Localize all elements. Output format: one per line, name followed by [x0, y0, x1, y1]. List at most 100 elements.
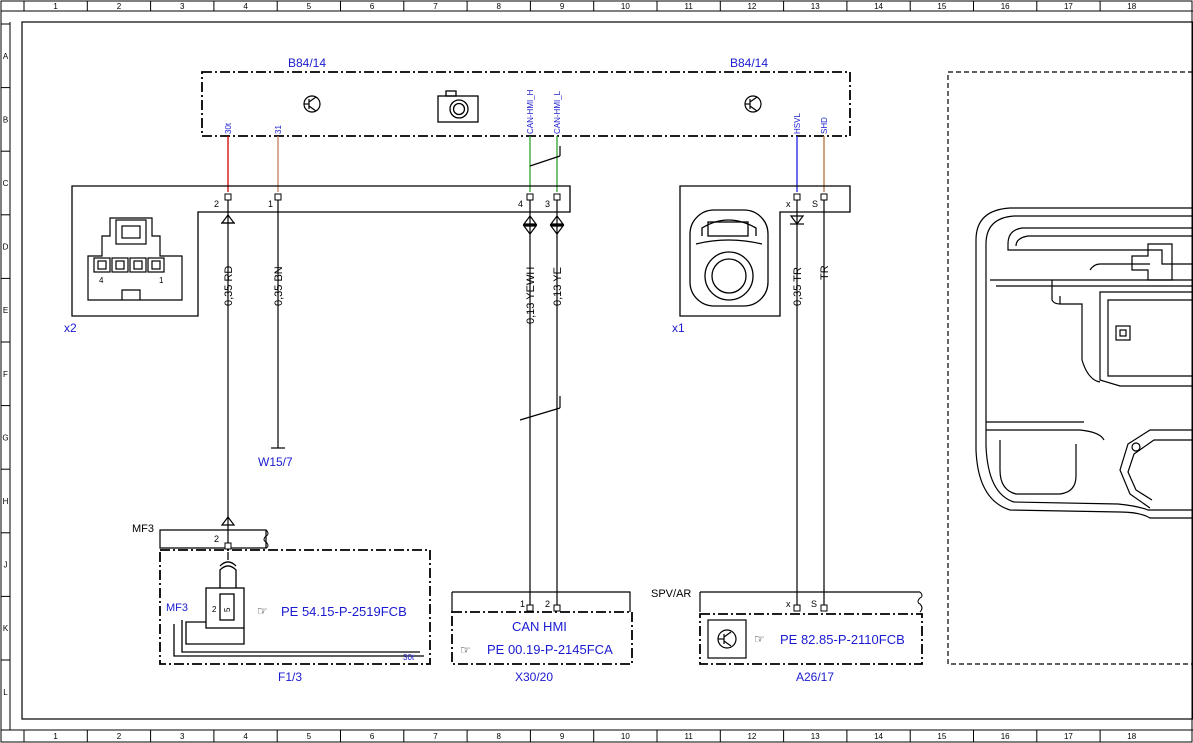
x30-ref: PE 00.19-P-2145FCA — [487, 642, 613, 657]
grid-column-label: 1 — [53, 2, 58, 11]
grid-column-label: 3 — [180, 2, 185, 11]
mf3-pin2: 2 — [214, 534, 219, 544]
x30-pin2-box — [553, 604, 561, 612]
twist-mark-bottom — [519, 396, 561, 421]
a26-pinx: x — [786, 599, 791, 609]
x1-label: x1 — [672, 321, 685, 335]
grid-column-label: 18 — [1127, 2, 1136, 11]
grid-column-label: 13 — [811, 2, 820, 11]
grid-column-label: 1 — [53, 732, 58, 741]
wire-tr-arrow — [789, 215, 805, 225]
x2-connector-outline — [71, 185, 571, 317]
x1-pinx-box — [793, 193, 801, 201]
frame-inner — [21, 21, 1193, 720]
can-double-arrows — [522, 215, 565, 235]
grid-row-label: J — [4, 561, 8, 570]
a26-pinx-box — [793, 604, 801, 612]
a26-pins-box — [820, 604, 828, 612]
grid-column-label: 9 — [560, 2, 565, 11]
mf3-bar-break — [263, 529, 269, 549]
a26-label: A26/17 — [796, 670, 834, 684]
grid-column-label: 2 — [117, 2, 122, 11]
grid-column-label: 8 — [497, 2, 502, 11]
a26-box — [699, 613, 923, 665]
a26-ref-icon: ☞ — [754, 632, 765, 646]
x2-housing-pin4: 4 — [99, 276, 104, 285]
x30-ref-icon: ☞ — [460, 643, 471, 657]
pin-shd-label: SHD — [820, 117, 829, 134]
grid-column-label: 6 — [370, 732, 375, 741]
a26-pins: S — [811, 599, 817, 609]
pin-31-label: 31 — [274, 125, 283, 134]
wire-ye-label: 0,13 YE — [552, 267, 564, 306]
grid-row-label: C — [3, 179, 9, 188]
transistor-left-icon — [303, 95, 321, 113]
grid-row-label: L — [3, 688, 8, 697]
grid-column-label: 5 — [307, 2, 312, 11]
grid-row-label: A — [3, 52, 9, 61]
b84-right-label: B84/14 — [730, 56, 768, 70]
grid-column-label: 10 — [621, 2, 630, 11]
x2-pin2: 2 — [214, 199, 219, 209]
b84-camera-box — [201, 71, 851, 137]
grid-column-label: 2 — [117, 732, 122, 741]
grid-column-label: 5 — [307, 732, 312, 741]
x2-label: x2 — [64, 321, 77, 335]
x2-housing-icon — [87, 217, 183, 301]
x2-pin3-box — [553, 193, 561, 201]
grid-column-label: 17 — [1064, 732, 1073, 741]
fuse-30t: 30t — [403, 653, 415, 662]
grid-column-label: 16 — [1001, 2, 1010, 11]
mf3-pin2-box — [224, 542, 232, 550]
grid-column-label: 18 — [1127, 732, 1136, 741]
x1-pins: S — [812, 199, 818, 209]
a26-ref: PE 82.85-P-2110FCB — [780, 632, 905, 647]
grid-row-label: K — [3, 624, 9, 633]
x2-pin2-box — [224, 193, 232, 201]
x1-connector-outline — [679, 185, 851, 317]
x30-pin1-box — [526, 604, 534, 612]
wire-rd-arrow-bottom — [220, 516, 236, 526]
grid-column-label: 14 — [874, 2, 883, 11]
x30-pin1: 1 — [520, 599, 525, 609]
wire-tr-label: 0,35 TR — [792, 267, 804, 306]
grid-row-label: E — [3, 306, 8, 315]
pin-hsvl-label: HSVL — [793, 113, 802, 134]
x30-box — [451, 611, 633, 665]
x30-label: X30/20 — [515, 670, 553, 684]
wire-rd-label: 0,35 RD — [223, 266, 235, 306]
grid-row-label: H — [3, 497, 9, 506]
f13-label: F1/3 — [278, 670, 302, 684]
grid-column-label: 3 — [180, 732, 185, 741]
f13-ref: PE 54.15-P-2519FCB — [281, 604, 407, 619]
grid-column-label: 7 — [433, 2, 438, 11]
f13-ref-icon: ☞ — [257, 604, 268, 618]
x2-pin3: 3 — [545, 199, 550, 209]
grid-column-label: 13 — [811, 732, 820, 741]
wire-bn-label: 0,35 BN — [273, 266, 285, 306]
w15-label: W15/7 — [258, 455, 293, 469]
grid-column-label: 15 — [937, 2, 946, 11]
location-view-box — [947, 71, 1193, 665]
x1-pins-box — [820, 193, 828, 201]
vehicle-location-drawing — [975, 207, 1193, 519]
grid-column-label: 6 — [370, 2, 375, 11]
a26-bar-break — [917, 591, 923, 613]
x1-pinx: x — [786, 199, 791, 209]
mf3-inner-label: MF3 — [166, 602, 188, 614]
grid-column-label: 11 — [684, 732, 693, 741]
b84-left-label: B84/14 — [288, 56, 326, 70]
x2-pin1: 1 — [268, 199, 273, 209]
grid-column-label: 4 — [243, 732, 248, 741]
x1-housing-icon — [689, 209, 769, 307]
grid-row-label: F — [3, 370, 8, 379]
x30-top-bar — [452, 591, 631, 612]
a26-transistor-frame — [707, 619, 747, 659]
x30-pin2: 2 — [545, 599, 550, 609]
grid-column-label: 8 — [497, 732, 502, 741]
